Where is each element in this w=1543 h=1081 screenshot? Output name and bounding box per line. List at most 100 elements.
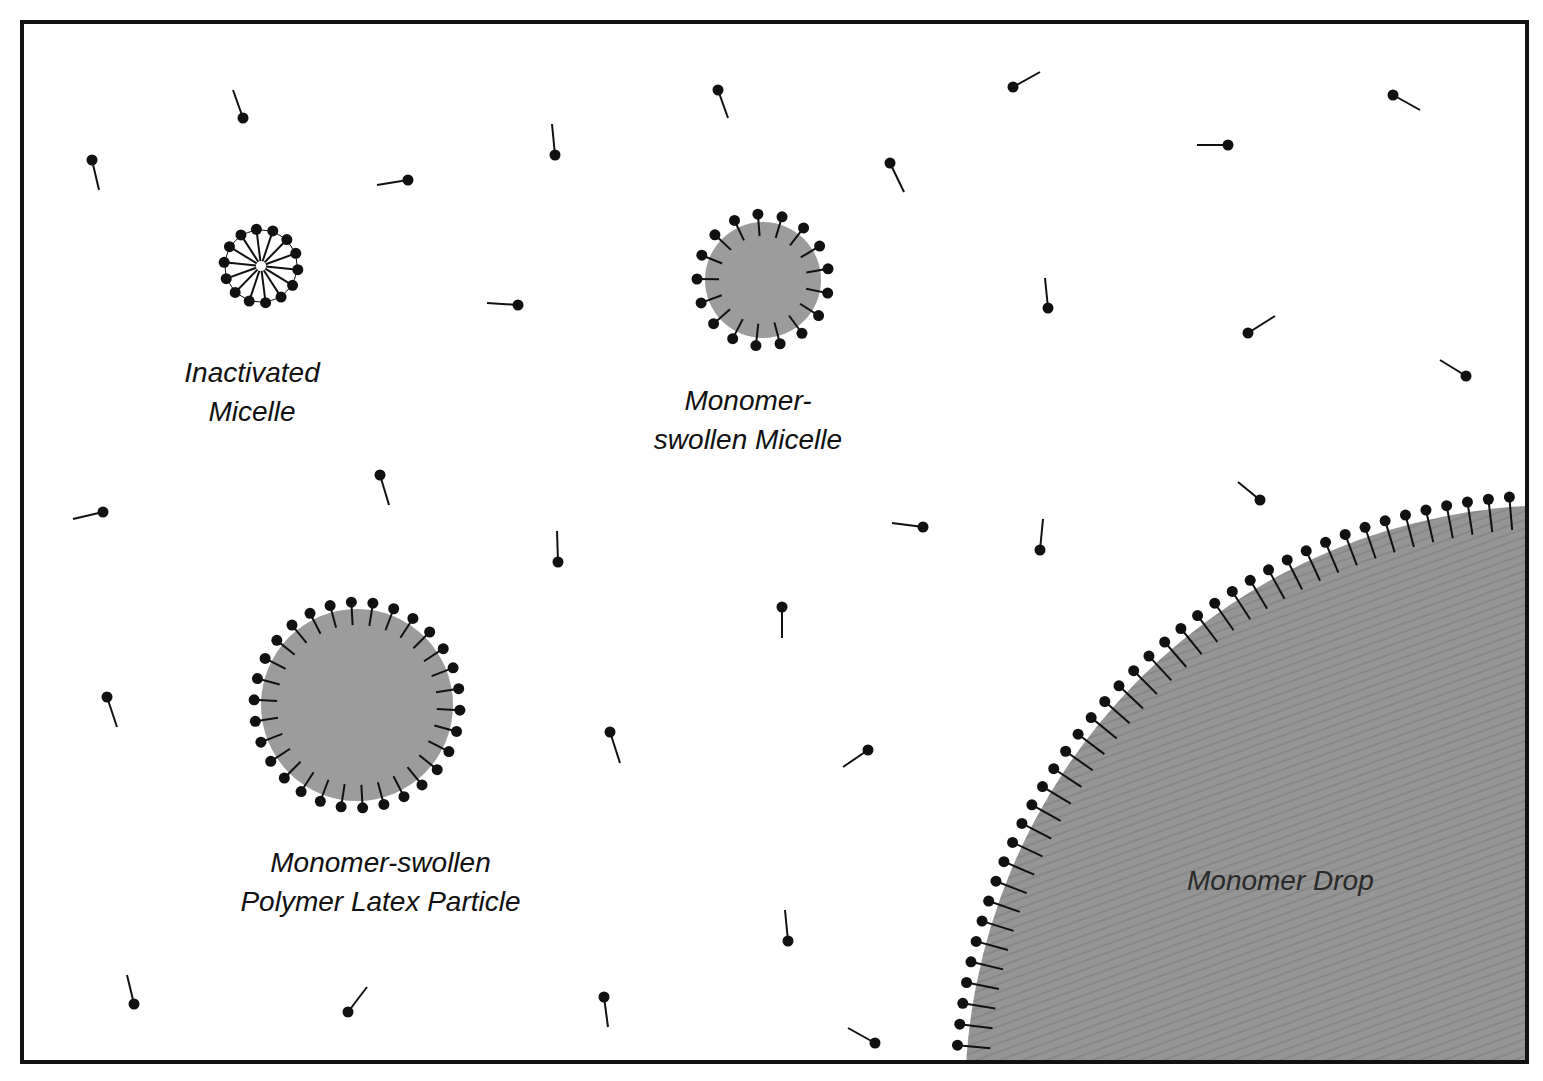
surfactant-head — [1143, 651, 1154, 662]
surfactant-head — [244, 296, 255, 307]
surfactant-head — [550, 150, 561, 161]
surfactant-head — [1026, 799, 1037, 810]
surfactant-head — [1192, 610, 1203, 621]
surfactant-head — [1007, 837, 1018, 848]
surfactant-head — [378, 799, 389, 810]
surfactant-head — [286, 620, 297, 631]
surfactant-head — [448, 662, 459, 673]
surfactant-head — [513, 300, 524, 311]
label-text: Inactivated Micelle — [169, 353, 335, 431]
surfactant-head — [599, 992, 610, 1003]
surfactant-head — [1340, 529, 1351, 540]
surfactant-head — [990, 876, 1001, 887]
surfactant-head — [1159, 637, 1170, 648]
surfactant-head — [1227, 586, 1238, 597]
surfactant-head — [1245, 575, 1256, 586]
surfactant-head — [290, 248, 301, 259]
surfactant-head — [276, 292, 287, 303]
surfactant-head — [438, 643, 449, 654]
surfactant-head — [388, 603, 399, 614]
surfactant-head — [1175, 623, 1186, 634]
surfactant-head — [708, 318, 719, 329]
surfactant-head — [918, 522, 929, 533]
surfactant-head — [777, 602, 788, 613]
surfactant-head — [1301, 545, 1312, 556]
surfactant-head — [346, 597, 357, 608]
surfactant-head — [343, 1007, 354, 1018]
frame-border — [22, 22, 1527, 1062]
surfactant-head — [129, 999, 140, 1010]
surfactant-head — [863, 745, 874, 756]
surfactant-head — [1113, 680, 1124, 691]
surfactant-head — [954, 1019, 965, 1030]
surfactant-head — [1263, 564, 1274, 575]
surfactant-head — [417, 779, 428, 790]
surfactant-head — [367, 598, 378, 609]
label-text: Monomer Drop — [1187, 861, 1374, 900]
surfactant-head — [1128, 665, 1139, 676]
surfactant-head — [235, 229, 246, 240]
surfactant-head — [796, 328, 807, 339]
surfactant-head — [971, 936, 982, 947]
monomer-drop — [952, 490, 1525, 1060]
surfactant-head — [443, 746, 454, 757]
surfactant-head — [336, 801, 347, 812]
surfactant-head — [305, 608, 316, 619]
surfactant-head — [1380, 515, 1391, 526]
surfactant-head — [775, 338, 786, 349]
surfactant-head — [696, 250, 707, 261]
surfactant-head — [1282, 554, 1293, 565]
surfactant-head — [814, 241, 825, 252]
surfactant-head — [1086, 712, 1097, 723]
surfactant-head — [1008, 82, 1019, 93]
surfactant-head — [998, 856, 1009, 867]
surfactant-head — [1048, 763, 1059, 774]
surfactant-head — [750, 340, 761, 351]
surfactant-head — [315, 796, 326, 807]
surfactant-head — [296, 786, 307, 797]
surfactant-head — [453, 683, 464, 694]
surfactant-head — [822, 288, 833, 299]
surfactant-head — [102, 692, 113, 703]
surfactant-head — [696, 297, 707, 308]
surfactant-head — [957, 998, 968, 1009]
surfactant-head — [265, 756, 276, 767]
surfactant-head — [1073, 729, 1084, 740]
surfactant-head — [403, 175, 414, 186]
surfactant-head — [870, 1038, 881, 1049]
surfactant-head — [885, 158, 896, 169]
surfactant-head — [709, 229, 720, 240]
surfactant-head — [1462, 497, 1473, 508]
surfactant-head — [1037, 781, 1048, 792]
surfactant-head — [1320, 537, 1331, 548]
surfactant-head — [281, 234, 292, 245]
surfactant-head — [407, 613, 418, 624]
surfactant-head — [424, 626, 435, 637]
surfactant-head — [961, 977, 972, 988]
surfactant-head — [451, 726, 462, 737]
latex-particle-core — [261, 609, 453, 801]
swollen-micelle-core — [705, 222, 821, 338]
surfactant-head — [1243, 328, 1254, 339]
surfactant-head — [952, 1040, 963, 1051]
surfactant-head — [813, 310, 824, 321]
surfactant-head — [727, 333, 738, 344]
surfactant-head — [1420, 505, 1431, 516]
surfactant-head — [398, 791, 409, 802]
surfactant-head — [752, 209, 763, 220]
surfactant-head — [252, 673, 263, 684]
surfactant-head — [783, 936, 794, 947]
surfactant-head — [230, 287, 241, 298]
surfactant-head — [249, 694, 260, 705]
surfactant-head — [1504, 492, 1515, 503]
surfactant-head — [983, 896, 994, 907]
surfactant-head — [729, 215, 740, 226]
surfactant-head — [454, 705, 465, 716]
surfactant-head — [1461, 371, 1472, 382]
surfactant-head — [965, 956, 976, 967]
surfactant-head — [798, 222, 809, 233]
surfactant-head — [1099, 696, 1110, 707]
surfactant-head — [325, 600, 336, 611]
surfactant-head — [1060, 746, 1071, 757]
label-text: Monomer-swollen Micelle — [634, 381, 862, 459]
